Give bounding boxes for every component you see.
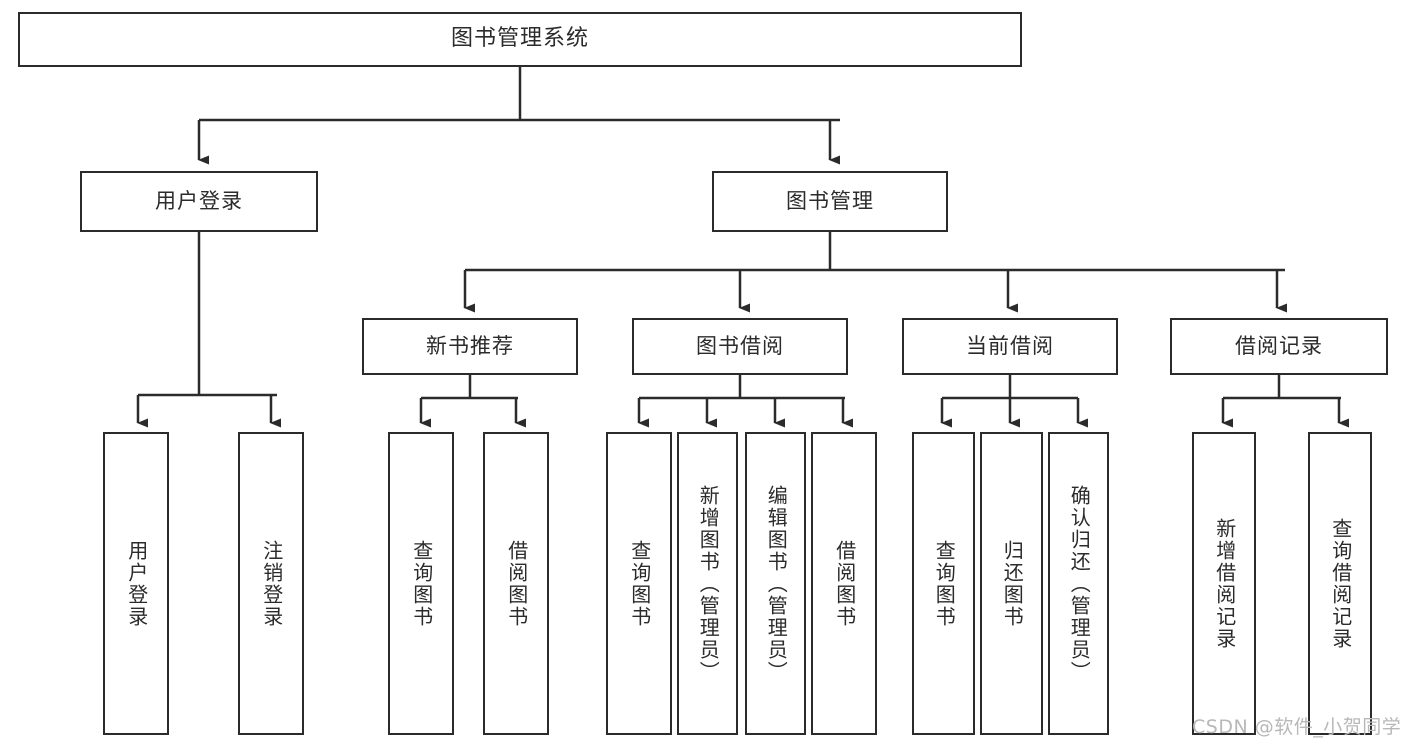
node-label: 图书借阅	[696, 333, 784, 358]
leaf-query-book-borrow[interactable]: 查询图书	[606, 432, 672, 735]
leaf-add-book-admin[interactable]: 新增图书（管理员）	[677, 432, 738, 735]
leaf-edit-book-admin[interactable]: 编辑图书（管理员）	[745, 432, 806, 735]
node-label: 确认归还（管理员）	[1067, 484, 1092, 683]
leaf-query-borrow-record[interactable]: 查询借阅记录	[1308, 432, 1372, 735]
leaf-borrow-book-recommend[interactable]: 借阅图书	[483, 432, 549, 735]
node-book-borrow[interactable]: 图书借阅	[632, 318, 848, 375]
edges-newbookrec-to-leaves	[419, 375, 526, 428]
node-label: 借阅图书	[832, 539, 857, 628]
node-label: 查询图书	[627, 539, 652, 628]
node-label: 借阅记录	[1235, 333, 1323, 358]
node-label: 借阅图书	[504, 539, 529, 628]
node-label: 查询借阅记录	[1328, 517, 1353, 650]
node-label: 图书管理	[786, 188, 874, 213]
node-new-book-recommend[interactable]: 新书推荐	[362, 318, 578, 375]
edges-bookmanage-to-level3	[463, 232, 1287, 313]
node-label: 查询图书	[409, 539, 434, 628]
node-label: 编辑图书（管理员）	[764, 484, 789, 683]
node-label: 新增图书（管理员）	[696, 484, 721, 683]
node-label: 归还图书	[1000, 539, 1025, 628]
leaf-user-login[interactable]: 用户登录	[103, 432, 169, 735]
leaf-query-book-current[interactable]: 查询图书	[912, 432, 975, 735]
node-label: 当前借阅	[966, 333, 1054, 358]
edges-currentborrow-to-leaves	[940, 375, 1088, 428]
node-book-manage[interactable]: 图书管理	[712, 171, 948, 232]
node-label: 用户登录	[155, 188, 243, 213]
node-label: 图书管理系统	[450, 26, 589, 52]
leaf-user-logout[interactable]: 注销登录	[238, 432, 304, 735]
leaf-borrow-book[interactable]: 借阅图书	[811, 432, 877, 735]
edges-bookborrow-to-leaves	[637, 375, 853, 428]
node-label: 用户登录	[124, 539, 149, 628]
edges-root-to-level2	[197, 67, 840, 165]
node-root-system[interactable]: 图书管理系统	[18, 12, 1022, 67]
edges-borrowrecord-to-leaves	[1221, 375, 1349, 428]
node-borrow-record[interactable]: 借阅记录	[1170, 318, 1388, 375]
leaf-add-borrow-record[interactable]: 新增借阅记录	[1192, 432, 1256, 735]
node-user-login[interactable]: 用户登录	[80, 171, 318, 232]
node-label: 新增借阅记录	[1212, 517, 1237, 650]
node-label: 注销登录	[259, 539, 284, 628]
leaf-query-book-recommend[interactable]: 查询图书	[388, 432, 454, 735]
csdn-watermark: CSDN @软件_小贺同学	[1192, 716, 1402, 738]
leaf-return-book[interactable]: 归还图书	[980, 432, 1043, 735]
leaf-confirm-return-admin[interactable]: 确认归还（管理员）	[1048, 432, 1109, 735]
node-label: 新书推荐	[426, 333, 514, 358]
node-label: 查询图书	[932, 539, 957, 628]
edges-userlogin-to-leaves	[136, 232, 281, 428]
node-current-borrow[interactable]: 当前借阅	[902, 318, 1118, 375]
